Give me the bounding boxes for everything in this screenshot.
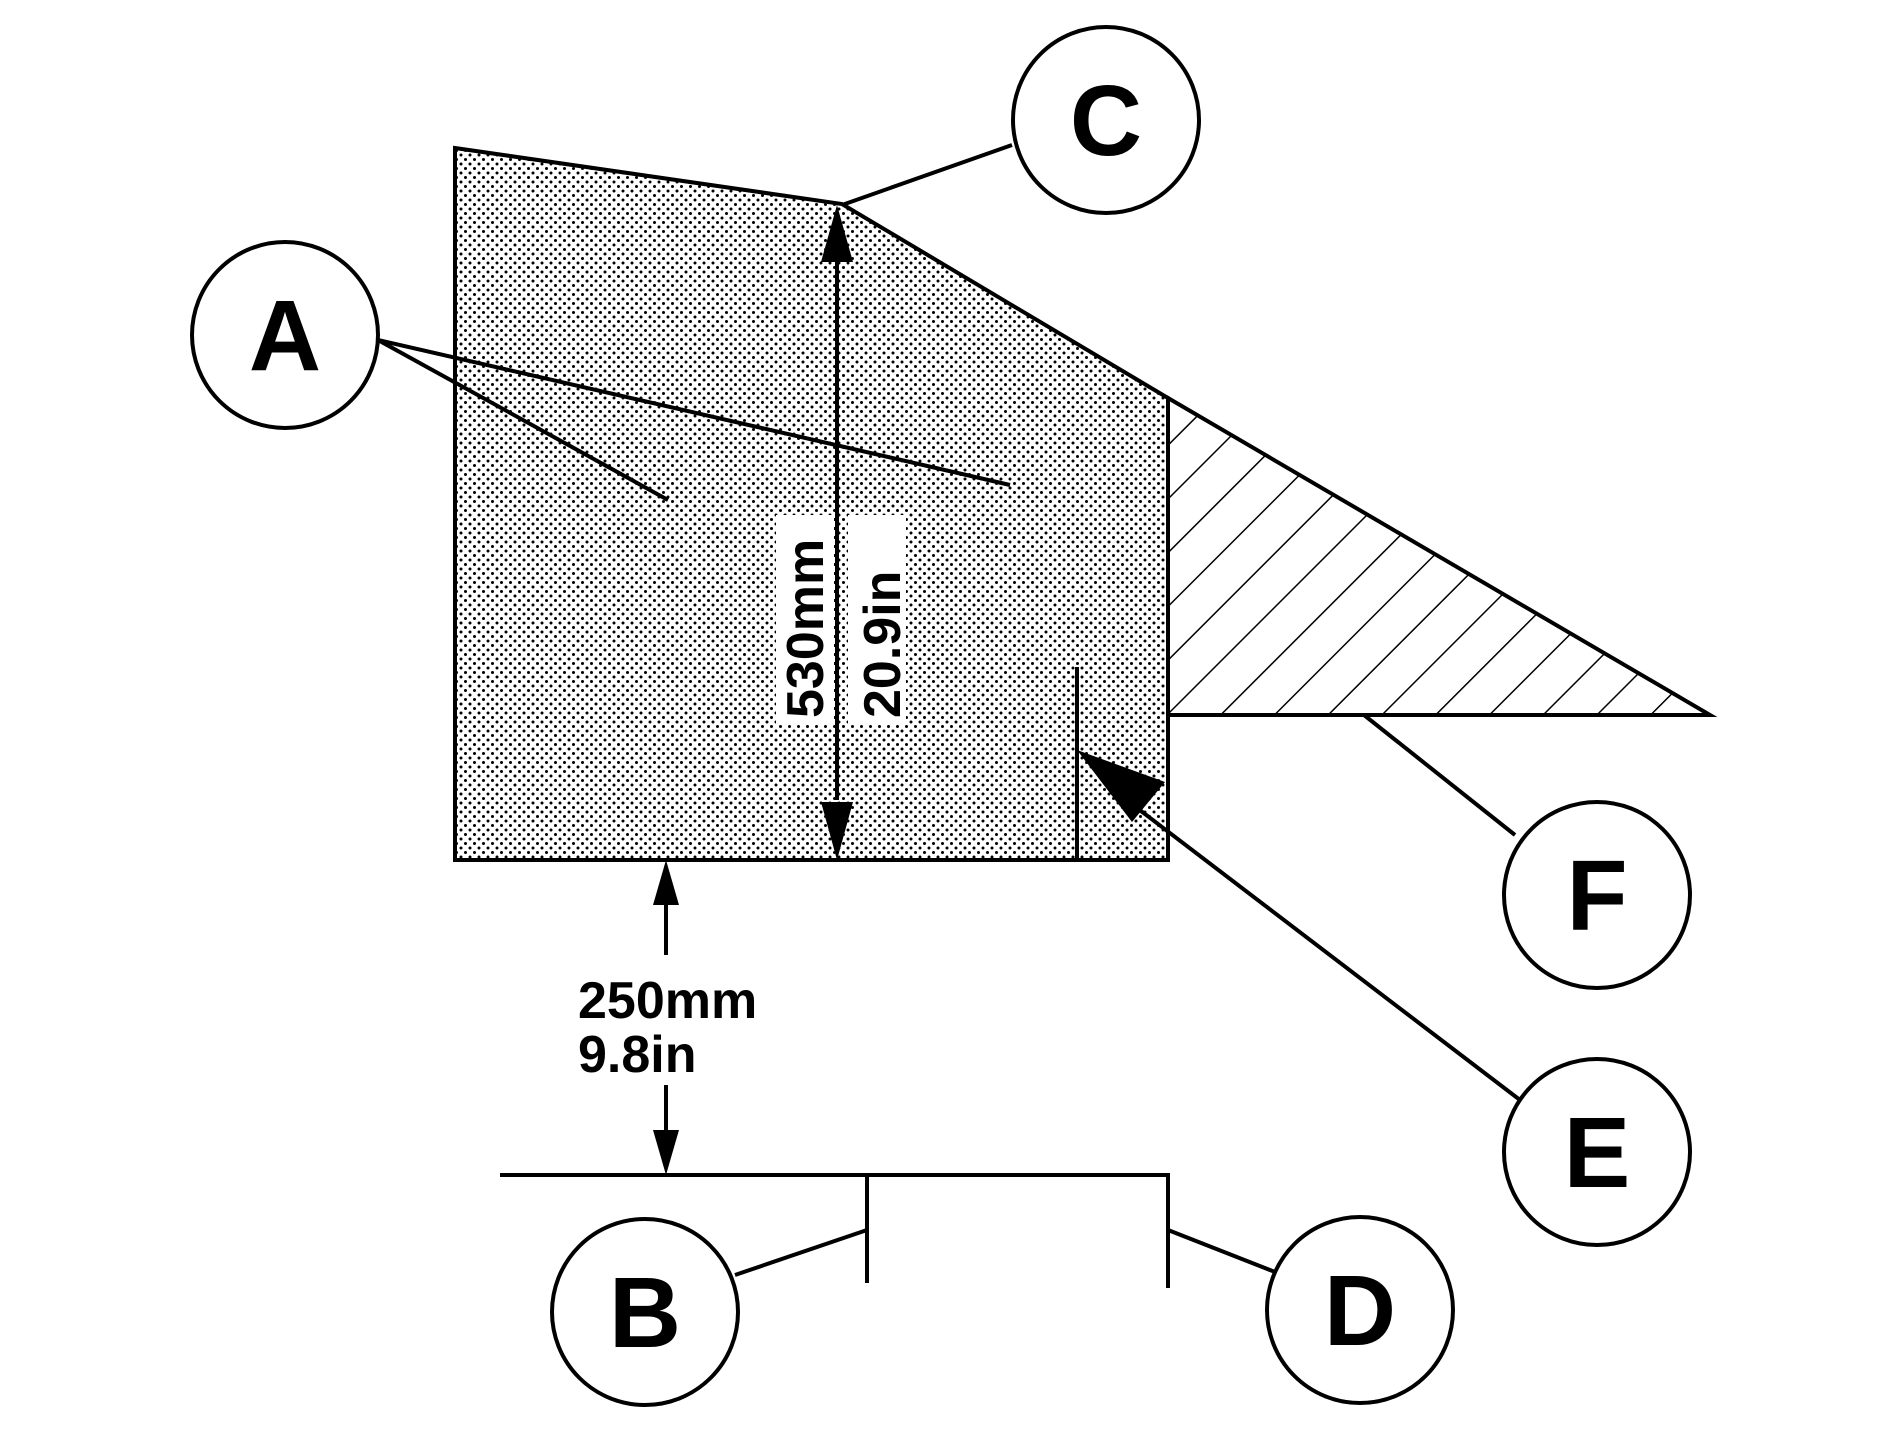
callout-e-label: E [1564, 1097, 1631, 1209]
callout-b-label: B [609, 1257, 681, 1369]
height-imperial-label: 20.9in [854, 571, 912, 718]
clearance-imperial-label: 9.8in [578, 1026, 697, 1084]
leader-d [1167, 1228, 1276, 1274]
leader-e-arrowhead [1077, 750, 1165, 822]
callout-f-label: F [1566, 840, 1627, 952]
leader-e [1118, 793, 1522, 1102]
callout-e: E [1502, 1057, 1692, 1247]
leader-b [734, 1228, 868, 1277]
hatched-triangle-region [1166, 394, 1718, 717]
floor-bracket-line [500, 1173, 1170, 1288]
clearance-arrowhead-bottom [653, 1130, 679, 1175]
leader-f [1362, 713, 1517, 837]
callout-c-label: C [1070, 65, 1142, 177]
leader-a-upper [377, 338, 1011, 487]
clearance-metric-label: 250mm [578, 972, 757, 1030]
callout-a: A [190, 240, 380, 430]
leader-c [841, 143, 1013, 207]
dotted-body-region [453, 145, 1170, 862]
callout-b: B [550, 1217, 740, 1407]
height-metric-label: 530mm [777, 539, 835, 718]
callout-c: C [1011, 25, 1201, 215]
callout-d-label: D [1324, 1255, 1396, 1367]
callout-f: F [1502, 800, 1692, 990]
callout-d: D [1265, 1215, 1455, 1405]
callout-a-label: A [249, 280, 321, 392]
height-arrowhead-bottom [821, 802, 853, 860]
height-arrowhead-top [821, 205, 853, 262]
clearance-arrowhead-top [653, 860, 679, 905]
leader-a-lower [377, 338, 669, 502]
